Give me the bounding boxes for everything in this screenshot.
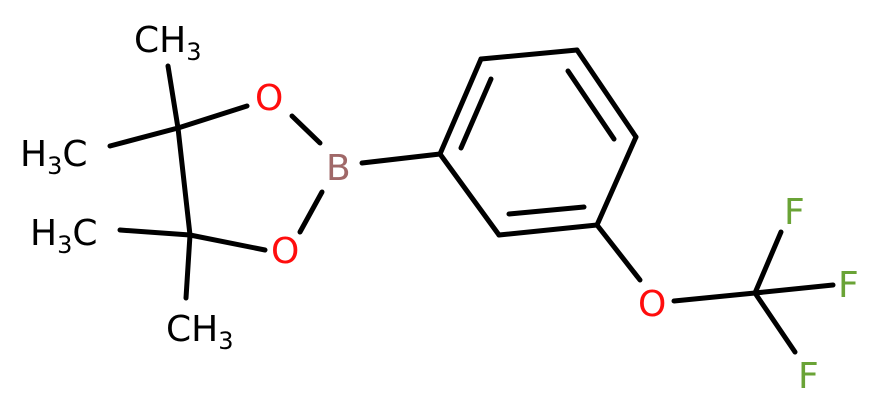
- bond-ring-1-inner: [458, 76, 494, 151]
- bond-ring-4: [594, 134, 639, 228]
- bond-ring-2: [478, 47, 580, 62]
- bond-c-f-bottom: [752, 290, 798, 355]
- bond-c2-ch3-bottom: [183, 232, 193, 301]
- atom-labels: CH3 H3C H3C CH3 O O B O F F F: [20, 20, 859, 397]
- bond-c-f-right: [752, 282, 836, 296]
- bond-c-f-top: [752, 229, 784, 296]
- bond-o-upper-b: [289, 113, 323, 146]
- bond-o-lower-b: [297, 189, 325, 235]
- bond-c1-c2: [175, 125, 193, 238]
- bond-ring-5: [496, 222, 600, 238]
- atom-o-lower: O: [271, 231, 299, 272]
- bond-ring-3-inner: [565, 68, 617, 142]
- bond-c2-o-lower: [187, 232, 268, 253]
- bond-c1-h3c-upper: [107, 125, 181, 149]
- atom-f-right: F: [838, 265, 859, 306]
- bonds: [107, 47, 836, 355]
- bond-ring-1: [437, 56, 484, 157]
- bond-c1-ch3-top: [165, 63, 181, 131]
- bond-aryl-o: [594, 222, 643, 283]
- bond-ring-3: [574, 47, 639, 140]
- bond-ring-6: [437, 151, 502, 238]
- bond-c1-o-upper: [175, 103, 250, 131]
- atom-f-bottom: F: [798, 356, 819, 397]
- bond-ring-5-inner: [506, 204, 587, 217]
- bond-b-aryl: [359, 151, 443, 166]
- atom-h3c-upper: H3C: [20, 134, 88, 180]
- atom-boron: B: [326, 148, 351, 189]
- atom-ch3-bottom: CH3: [166, 309, 234, 355]
- bond-c2-h3c-lower: [117, 227, 193, 238]
- bond-o-cf3: [671, 290, 758, 304]
- atom-ch3-top: CH3: [134, 20, 202, 66]
- atom-h3c-lower: H3C: [30, 213, 98, 259]
- atom-f-top: F: [784, 192, 805, 233]
- atom-o-upper: O: [255, 78, 283, 119]
- atom-o-ether: O: [638, 284, 666, 325]
